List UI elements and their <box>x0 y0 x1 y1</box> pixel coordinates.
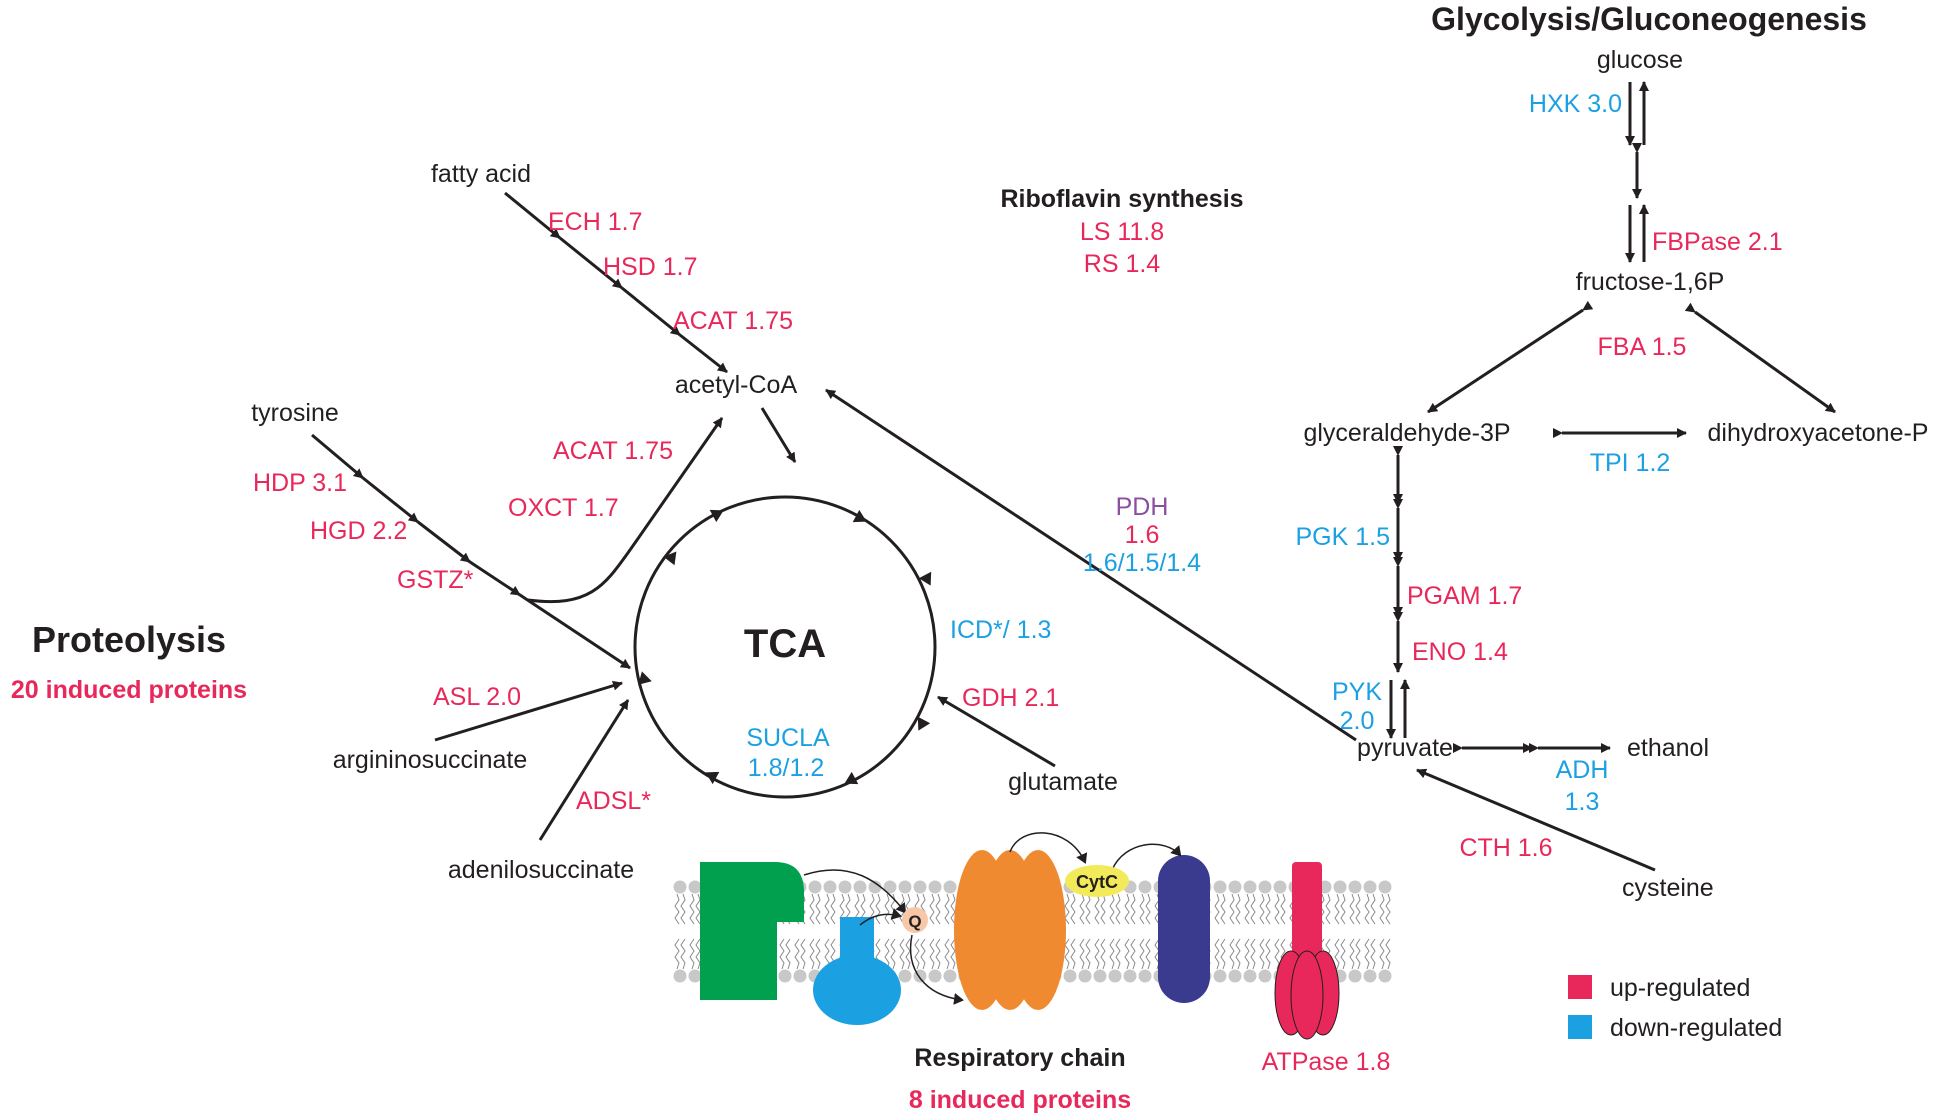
adenilosuccinate-tca-arrow <box>538 699 630 841</box>
acetylcoa-tca-arrow <box>760 407 797 463</box>
fructose-g3p-arrow <box>1427 300 1594 414</box>
cth-label: CTH 1.6 <box>1459 834 1552 862</box>
sucla-value: 1.8/1.2 <box>748 754 824 782</box>
cysteine-label: cysteine <box>1622 874 1714 902</box>
oxct-label: OXCT 1.7 <box>508 494 619 522</box>
quinone <box>902 907 928 933</box>
legend-down-label: down-regulated <box>1610 1014 1782 1042</box>
ech-label: ECH 1.7 <box>548 208 642 236</box>
pyk-label: PYK <box>1332 678 1382 706</box>
fba-label: FBA 1.5 <box>1598 333 1687 361</box>
gdh-label: GDH 2.1 <box>962 684 1059 712</box>
fatty-acid-label: fatty acid <box>431 160 531 188</box>
complex-ii <box>813 917 901 1025</box>
icd-label: ICD*/ 1.3 <box>950 616 1051 644</box>
glycolysis-title: Glycolysis/Gluconeogenesis <box>1431 1 1867 37</box>
tca-label: TCA <box>744 622 826 666</box>
complex-i <box>700 862 804 1000</box>
adsl-label: ADSL* <box>576 787 651 815</box>
tca-cycle <box>633 495 937 799</box>
eno-label: ENO 1.4 <box>1412 638 1508 666</box>
acat-mid-label: ACAT 1.75 <box>553 437 673 465</box>
electron-transfer-arrows <box>803 832 1182 1005</box>
atp-synthase <box>1274 862 1340 1040</box>
sucla-label: SUCLA <box>746 724 830 752</box>
tpi-label: TPI 1.2 <box>1590 449 1671 477</box>
fatty-acid-pathway-arrows <box>504 191 728 374</box>
legend-down-swatch <box>1568 1015 1592 1039</box>
complex-iii <box>954 850 1066 1010</box>
fbpase-label: FBPase 2.1 <box>1652 228 1783 256</box>
rs-label: RS 1.4 <box>1084 250 1161 278</box>
hxk-label: HXK 3.0 <box>1529 90 1622 118</box>
acetyl-coa-label: acetyl-CoA <box>675 371 798 399</box>
asl-label: ASL 2.0 <box>433 683 521 711</box>
argininosuccinate-tca-arrow <box>434 680 623 742</box>
pgk-label: PGK 1.5 <box>1296 523 1391 551</box>
complex-iv <box>1158 855 1210 1003</box>
acat-top-label: ACAT 1.75 <box>673 307 793 335</box>
fructose-dhap-arrow <box>1684 302 1836 414</box>
pdh-value-up: 1.6 <box>1125 521 1160 549</box>
ls-label: LS 11.8 <box>1080 218 1164 246</box>
fructose-label: fructose-1,6P <box>1576 268 1725 296</box>
atpase-label: ATPase 1.8 <box>1262 1048 1391 1076</box>
g3p-label: glyceraldehyde-3P <box>1303 419 1510 447</box>
tyrosine-label: tyrosine <box>251 399 339 427</box>
hsd-label: HSD 1.7 <box>603 253 697 281</box>
pdh-label: PDH <box>1116 493 1169 521</box>
riboflavin-title: Riboflavin synthesis <box>1000 185 1243 213</box>
adh-label: ADH <box>1556 756 1609 784</box>
quinone-label: Q <box>908 912 921 931</box>
adh-value: 1.3 <box>1565 788 1600 816</box>
lower-glycolysis-arrows <box>1386 446 1410 739</box>
ethanol-label: ethanol <box>1627 734 1709 762</box>
respiratory-title: Respiratory chain <box>914 1044 1125 1072</box>
cytochrome-c <box>1065 865 1129 897</box>
respiratory-subtitle: 8 induced proteins <box>909 1086 1131 1114</box>
hdp-label: HDP 3.1 <box>253 469 347 497</box>
proteolysis-subtitle: 20 induced proteins <box>11 676 247 704</box>
pyk-value: 2.0 <box>1340 707 1375 735</box>
glutamate-label: glutamate <box>1008 768 1118 796</box>
pdh-value-down: 1.6/1.5/1.4 <box>1083 549 1201 577</box>
gstz-label: GSTZ* <box>397 566 474 594</box>
pgam-label: PGAM 1.7 <box>1407 582 1522 610</box>
argininosuccinate-label: argininosuccinate <box>333 746 528 774</box>
legend-up-label: up-regulated <box>1610 974 1750 1002</box>
cysteine-pyruvate-arrow <box>1416 768 1656 872</box>
glucose-label: glucose <box>1597 46 1683 74</box>
glucose-fructose-arrows <box>1625 81 1649 263</box>
glutamate-tca-arrow <box>937 695 1056 768</box>
legend-up-swatch <box>1568 975 1592 999</box>
tyrosine-pathway-arrows <box>311 417 724 670</box>
dhap-label: dihydroxyacetone-P <box>1708 419 1929 447</box>
cytochrome-c-label: CytC <box>1076 872 1118 892</box>
proteolysis-title: Proteolysis <box>32 619 226 660</box>
adenilosuccinate-label: adenilosuccinate <box>448 856 634 884</box>
hgd-label: HGD 2.2 <box>310 517 407 545</box>
pyruvate-acetylcoa-arrow <box>825 388 1357 742</box>
pyruvate-label: pyruvate <box>1357 734 1453 762</box>
